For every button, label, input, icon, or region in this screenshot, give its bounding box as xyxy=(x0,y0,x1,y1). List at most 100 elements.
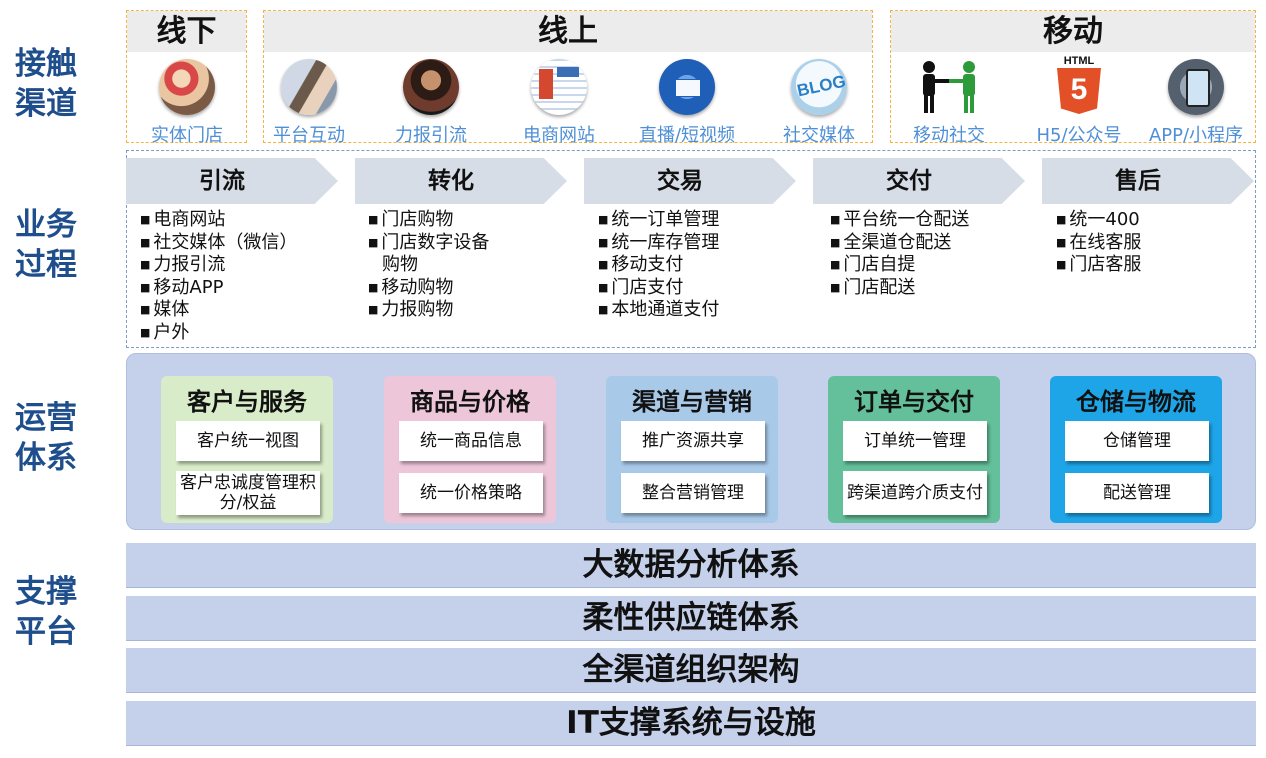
person-photo-icon xyxy=(403,59,459,115)
channel-item-app: APP/小程序 xyxy=(1141,55,1251,147)
list-item-text: 门店购物 xyxy=(381,209,454,230)
list-item-text: 媒体 xyxy=(153,299,190,321)
blog-badge-icon: BLOG xyxy=(791,59,847,115)
list-item: ■电商网站 xyxy=(140,209,297,232)
list-item: ■门店客服 xyxy=(1056,254,1141,277)
ops-card-warehouse-logistics: 仓储与物流 仓储管理 配送管理 xyxy=(1050,376,1222,523)
channel-item-label: 力报引流 xyxy=(395,125,467,146)
list-item: ■统一订单管理 xyxy=(598,209,719,232)
bullet-icon: ■ xyxy=(598,280,609,294)
ops-card-title: 订单与交付 xyxy=(854,388,974,416)
bullet-icon: ■ xyxy=(830,258,841,272)
list-item-text: 门店配送 xyxy=(843,276,916,298)
list-item: ■门店配送 xyxy=(830,277,969,300)
ops-card-channel-marketing: 渠道与营销 推广资源共享 整合营销管理 xyxy=(606,376,778,523)
channel-item-label: 实体门店 xyxy=(151,125,223,146)
channel-item-platform: 平台互动 xyxy=(254,55,364,147)
list-item-text: 力报引流 xyxy=(153,254,226,276)
bullet-icon: ■ xyxy=(140,325,151,339)
channel-group-title: 线上 xyxy=(264,11,872,52)
bullet-icon: ■ xyxy=(598,303,609,317)
list-item: 购物 xyxy=(368,254,489,277)
channel-item-store: 实体门店 xyxy=(132,55,242,147)
channel-item-label: 平台互动 xyxy=(273,125,345,146)
support-bar-supply-chain: 柔性供应链体系 xyxy=(126,596,1256,641)
bullet-icon: ■ xyxy=(140,303,151,317)
process-stage-after-sales: 售后 xyxy=(1042,158,1254,204)
list-item: ■门店购物 xyxy=(368,209,489,232)
list-item: ■在线客服 xyxy=(1056,232,1141,255)
list-item: ■媒体 xyxy=(140,299,297,322)
list-item: ■平台统一仓配送 xyxy=(830,209,969,232)
list-item-text: 社交媒体（微信） xyxy=(153,231,298,253)
ops-card-title: 商品与价格 xyxy=(410,388,530,416)
bullet-icon: ■ xyxy=(830,235,841,249)
row-label-line: 渠道 xyxy=(15,86,77,122)
ops-card-customer-service: 客户与服务 客户统一视图 客户忠诚度管理积分/权益 xyxy=(161,376,333,523)
ops-item: 统一价格策略 xyxy=(399,473,543,513)
process-stage-title: 交付 xyxy=(886,168,932,194)
channel-group-offline: 线下 实体门店 xyxy=(126,10,247,146)
ops-card-order-delivery: 订单与交付 订单统一管理 跨渠道跨介质支付 xyxy=(828,376,1000,523)
row-label-line: 过程 xyxy=(15,247,77,283)
list-item-text: 门店自提 xyxy=(843,254,916,276)
channel-group-mobile: 移动 移动社交 HTML 5 H5/公众号 APP/小程序 xyxy=(890,10,1256,146)
list-item: ■门店数字设备 xyxy=(368,232,489,255)
bullet-icon: ■ xyxy=(598,258,609,272)
bullet-icon: ■ xyxy=(140,213,151,226)
process-stage-traffic: 引流 xyxy=(126,158,338,204)
list-item: ■移动支付 xyxy=(598,254,719,277)
store-photo-icon xyxy=(159,59,215,115)
list-item: ■门店支付 xyxy=(598,277,719,300)
channel-group-title: 移动 xyxy=(891,11,1255,52)
list-item-text: 门店支付 xyxy=(611,276,684,298)
list-item-text: 在线客服 xyxy=(1069,231,1142,253)
process-stage-title: 交易 xyxy=(657,168,703,194)
list-item-text: 力报购物 xyxy=(381,299,454,321)
bullet-icon: ■ xyxy=(598,235,609,249)
row-label-line: 接触 xyxy=(15,46,77,82)
process-stage-delivery: 交付 xyxy=(813,158,1025,204)
phone-photo-icon xyxy=(1168,59,1224,115)
bullet-icon: ■ xyxy=(1056,258,1067,272)
channel-item-livestream: 直播/短视频 xyxy=(632,55,742,147)
channel-item-h5: HTML 5 H5/公众号 xyxy=(1024,55,1134,147)
list-item: ■力报购物 xyxy=(368,299,489,322)
ops-item: 统一商品信息 xyxy=(399,421,543,461)
list-item: ■统一库存管理 xyxy=(598,232,719,255)
bullet-icon: ■ xyxy=(830,280,841,294)
list-item-text: 移动购物 xyxy=(381,276,454,298)
row-label-line: 平台 xyxy=(15,614,77,650)
list-item-text: 购物 xyxy=(382,254,418,276)
channel-item-ecommerce: 电商网站 xyxy=(504,55,614,147)
list-item: ■力报引流 xyxy=(140,254,297,277)
ops-item: 客户忠诚度管理积分/权益 xyxy=(176,471,320,515)
channel-item-label: APP/小程序 xyxy=(1148,125,1244,146)
row-label-line: 支撑 xyxy=(15,574,77,610)
row-label-business-process: 业务 过程 xyxy=(6,205,86,285)
bullet-icon: ■ xyxy=(1056,213,1067,226)
ops-item: 客户统一视图 xyxy=(176,421,320,461)
row-label-line: 运营 xyxy=(15,400,77,436)
bullet-icon: ■ xyxy=(1056,235,1067,249)
ops-card-product-price: 商品与价格 统一商品信息 统一价格策略 xyxy=(384,376,556,523)
bullet-icon: ■ xyxy=(368,303,379,317)
support-bar-organization: 全渠道组织架构 xyxy=(126,648,1256,693)
ops-item: 推广资源共享 xyxy=(621,421,765,461)
process-stage-title: 转化 xyxy=(428,168,474,194)
ops-card-title: 仓储与物流 xyxy=(1076,388,1196,416)
ops-item: 配送管理 xyxy=(1065,473,1209,513)
html5-logo-text: HTML xyxy=(1063,55,1095,67)
list-item: ■移动APP xyxy=(140,277,297,300)
channel-item-label: H5/公众号 xyxy=(1036,125,1122,146)
support-bar-it-systems: IT支撑系统与设施 xyxy=(126,701,1256,746)
list-item-text: 户外 xyxy=(153,321,190,343)
support-bar-big-data: 大数据分析体系 xyxy=(126,543,1256,588)
channel-item-social-media: BLOG 社交媒体 xyxy=(764,55,874,147)
channel-item-label: 直播/短视频 xyxy=(638,125,736,146)
process-list-transaction: ■统一订单管理 ■统一库存管理 ■移动支付 ■门店支付 ■本地通道支付 xyxy=(598,209,719,322)
list-item: ■本地通道支付 xyxy=(598,299,719,322)
platform-photo-icon xyxy=(281,59,337,115)
business-process-area xyxy=(126,150,1256,348)
channel-group-title: 线下 xyxy=(127,11,246,52)
